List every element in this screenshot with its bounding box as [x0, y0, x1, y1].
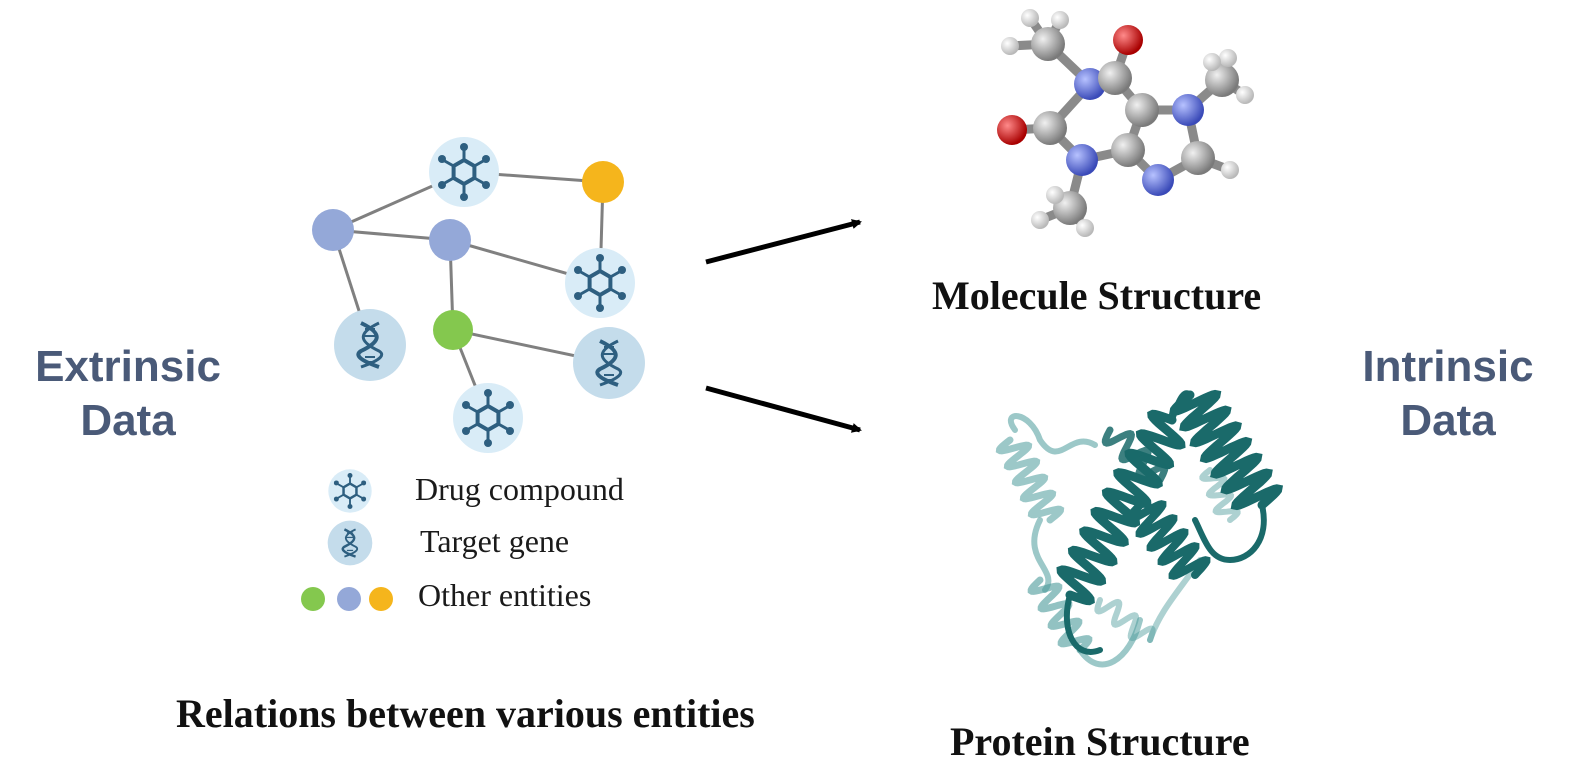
drug-compound-node	[451, 381, 525, 455]
arrow-to-protein	[705, 385, 862, 433]
molecule-atom	[1001, 37, 1019, 55]
molecule-atom	[997, 115, 1027, 145]
molecule-atom	[1111, 133, 1145, 167]
molecule-atom	[1142, 164, 1174, 196]
molecule-atom	[1033, 111, 1067, 145]
molecule-atom	[1172, 94, 1204, 126]
protein-loop	[1192, 502, 1267, 564]
molecule-atoms	[997, 9, 1254, 237]
entity-node-orange	[582, 161, 624, 203]
protein-helix	[1199, 467, 1241, 523]
protein-loop	[1063, 592, 1103, 655]
intrinsic-data-label: Intrinsic Data	[1348, 340, 1548, 448]
extrinsic-label-line1: Extrinsic	[35, 342, 221, 391]
protein-loop	[1169, 390, 1193, 423]
graph-nodes	[312, 135, 647, 455]
molecule-caption: Molecule Structure	[932, 273, 1262, 318]
molecule-atom	[1205, 63, 1239, 97]
legend-dot-orange	[369, 587, 393, 611]
drug-compound-node	[427, 135, 501, 209]
protein-helix	[1124, 500, 1211, 580]
molecule-atom	[1181, 141, 1215, 175]
protein-loop	[1077, 617, 1143, 668]
protein-caption: Protein Structure	[950, 719, 1250, 764]
protein-helix	[1168, 389, 1284, 511]
legend-other-label: Other entities	[418, 577, 592, 613]
extrinsic-label-line2: Data	[80, 396, 176, 445]
legend-dot-blue	[337, 587, 361, 611]
molecule-atom	[1098, 61, 1132, 95]
molecule-3d-image	[997, 9, 1254, 237]
intrinsic-label-line1: Intrinsic	[1362, 342, 1534, 391]
protein-3d-image	[995, 389, 1284, 668]
protein-helix	[995, 436, 1065, 524]
molecule-atom	[1125, 93, 1159, 127]
molecule-atom	[1031, 27, 1065, 61]
molecule-atom	[1219, 49, 1237, 67]
molecule-atom	[1221, 161, 1239, 179]
molecule-atom	[1031, 211, 1049, 229]
legend-drug-label: Drug compound	[415, 471, 624, 507]
legend-gene-label: Target gene	[420, 523, 570, 559]
legend-dot-green	[301, 587, 325, 611]
molecule-atom	[1113, 25, 1143, 55]
intrinsic-label-line2: Data	[1400, 396, 1496, 445]
protein-helix	[1056, 409, 1186, 606]
entity-node-green	[433, 310, 473, 350]
drug-compound-node	[563, 246, 637, 320]
protein-helix	[1094, 597, 1156, 643]
protein-loop	[1031, 517, 1052, 593]
legend	[301, 468, 393, 611]
molecule-atom	[1066, 144, 1098, 176]
entity-node-blue	[429, 219, 471, 261]
molecule-atom	[1236, 86, 1254, 104]
target-gene-node	[571, 325, 647, 401]
extrinsic-data-label: Extrinsic Data	[28, 340, 228, 448]
target-gene-node	[332, 307, 408, 383]
drug-compound-icon	[327, 468, 373, 514]
molecule-atom	[1203, 53, 1221, 71]
molecule-atom	[1021, 9, 1039, 27]
molecule-atom	[1046, 186, 1064, 204]
protein-helix	[1101, 426, 1169, 484]
relations-caption: Relations between various entities	[176, 691, 755, 736]
protein-loop	[1007, 413, 1098, 455]
target-gene-icon	[326, 519, 374, 567]
arrow-to-molecule	[705, 219, 862, 265]
molecule-atom	[1074, 68, 1106, 100]
entity-node-blue	[312, 209, 354, 251]
molecule-atom	[1076, 219, 1094, 237]
protein-helix	[1027, 576, 1093, 654]
molecule-atom	[1051, 11, 1069, 29]
